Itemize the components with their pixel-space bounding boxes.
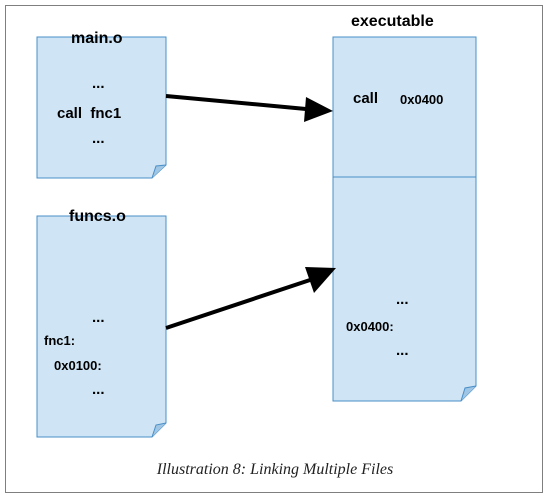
figure-frame: [5, 5, 543, 493]
funcs-o-address: 0x0100:: [54, 358, 102, 373]
arrow-call-link-head: [304, 97, 333, 122]
arrow-fnc1-link: [165, 278, 311, 330]
main-o-ellipsis-bottom: ...: [92, 130, 105, 147]
main-o-call-line: call fnc1: [57, 105, 122, 122]
executable-fold-icon: [460, 385, 477, 402]
executable-ellipsis-bottom: ...: [396, 342, 409, 359]
figure-caption: Illustration 8: Linking Multiple Files: [156, 461, 394, 478]
executable-address-label: 0x0400:: [346, 319, 394, 334]
main-o-title: main.o: [71, 30, 123, 47]
funcs-o-ellipsis-top: ...: [92, 309, 105, 326]
funcs-o-fold-icon: [151, 422, 167, 438]
arrow-fnc1-link-head: [305, 267, 336, 293]
executable-ellipsis-top: ...: [396, 291, 409, 308]
main-o-fold-icon: [151, 164, 167, 179]
main-o-ellipsis-top: ...: [92, 75, 105, 92]
funcs-o-title: funcs.o: [69, 208, 126, 225]
executable-title: executable: [351, 13, 434, 30]
funcs-o-fnc1-label: fnc1:: [44, 333, 76, 348]
executable-call-address: 0x0400: [400, 92, 444, 107]
funcs-o-box: [36, 215, 167, 438]
funcs-o-ellipsis-bottom: ...: [92, 381, 105, 398]
executable-call-text: call: [353, 90, 379, 107]
arrow-call-link: [165, 94, 307, 111]
